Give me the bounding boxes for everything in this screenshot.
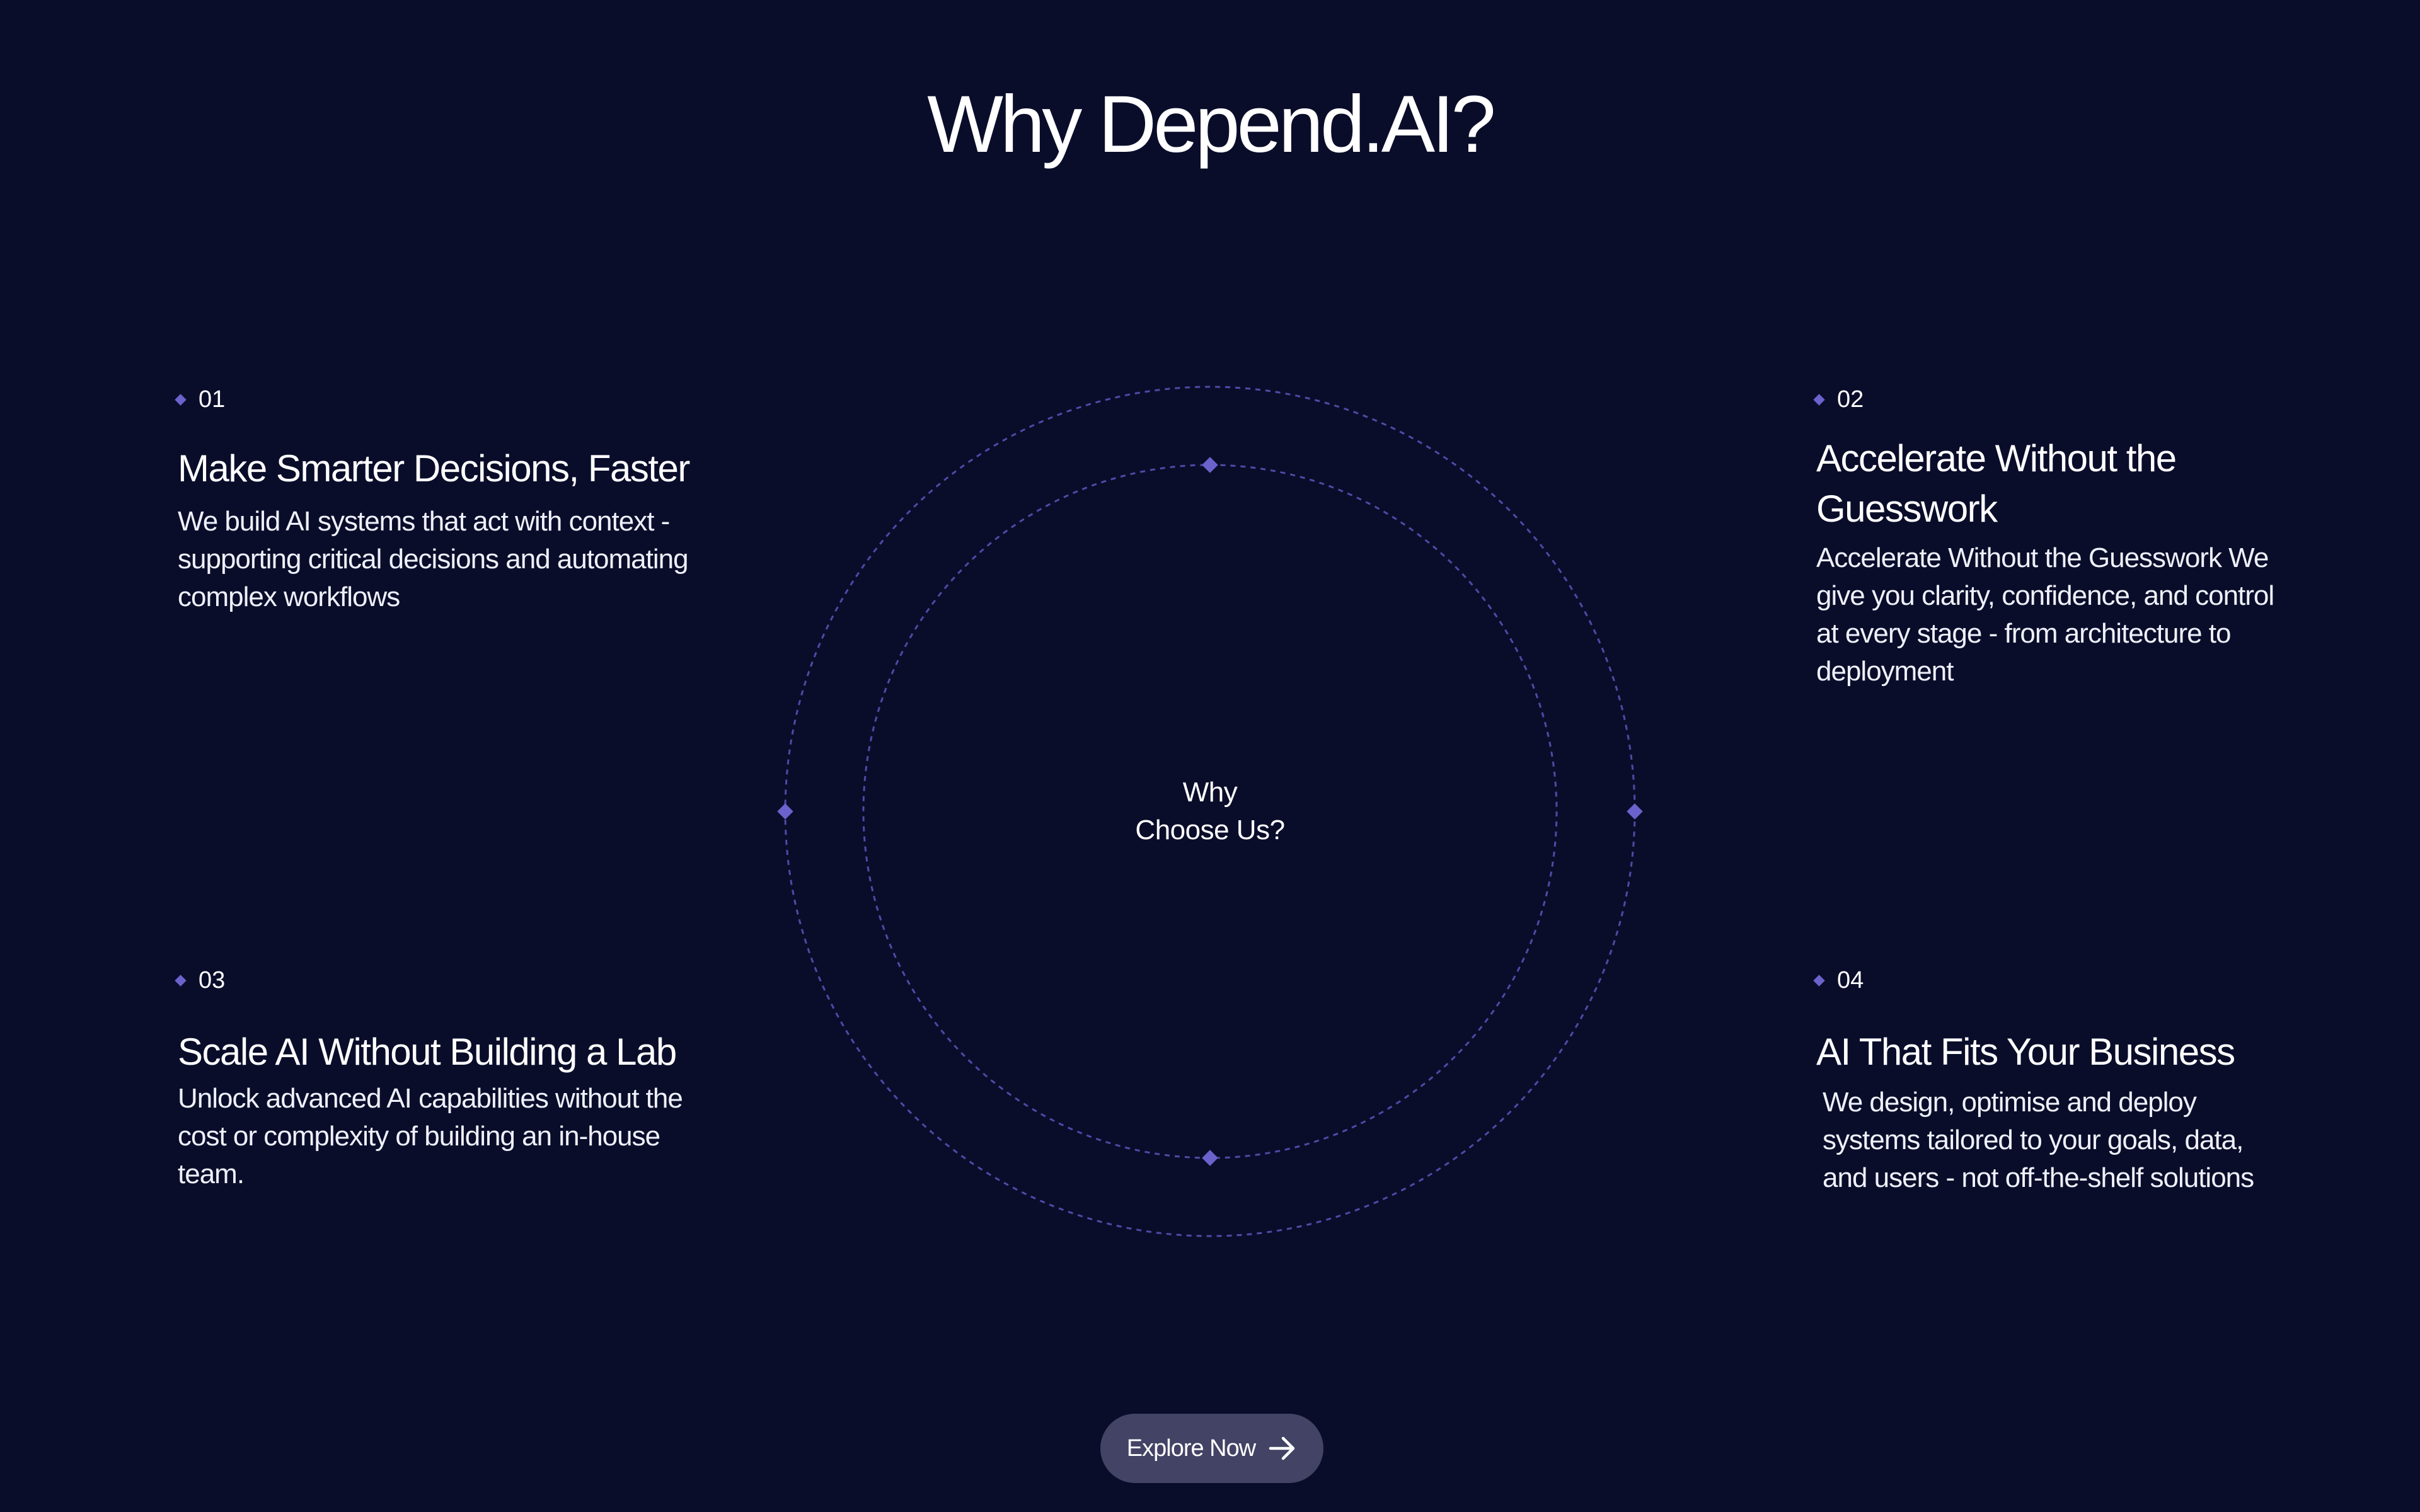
center-label-line1: Why <box>1182 777 1238 808</box>
feature-card-02: 02 Accelerate Without the Guesswork Acce… <box>1813 386 2283 690</box>
feature-description: Unlock advanced AI capabilities without … <box>178 1083 683 1189</box>
feature-number-row: 01 <box>175 386 732 413</box>
feature-description: We design, optimise and deploy systems t… <box>1823 1087 2254 1193</box>
feature-description: We build AI systems that act with contex… <box>178 506 689 612</box>
inner-orbit-ring <box>862 464 1558 1159</box>
page-title: Why Depend.AI? <box>927 79 1496 169</box>
orbit-diagram <box>777 386 1643 1237</box>
orbit-node-right-icon <box>1627 803 1643 820</box>
explore-now-label: Explore Now <box>1126 1435 1256 1462</box>
explore-now-button[interactable]: Explore Now <box>1100 1414 1323 1483</box>
feature-card-03: 03 Scale AI Without Building a Lab Unloc… <box>175 966 732 1193</box>
feature-card-01: 01 Make Smarter Decisions, Faster We bui… <box>175 386 732 616</box>
feature-number: 02 <box>1837 386 1864 413</box>
feature-number: 04 <box>1837 967 1864 994</box>
feature-number-row: 03 <box>175 966 732 994</box>
arrow-right-icon <box>1269 1436 1295 1460</box>
orbit-node-top-icon <box>1202 457 1218 473</box>
center-label: Why Choose Us? <box>1021 774 1399 849</box>
feature-number-row: 02 <box>1813 386 2283 413</box>
orbit-node-left-icon <box>777 803 793 820</box>
feature-title: AI That Fits Your Business <box>1816 1031 2235 1073</box>
diamond-bullet-icon <box>1813 974 1825 987</box>
feature-number: 01 <box>199 386 226 413</box>
feature-title: Accelerate Without the Guesswork <box>1816 437 2177 530</box>
feature-number: 03 <box>199 967 226 994</box>
center-label-line2: Choose Us? <box>1135 815 1285 845</box>
feature-title: Make Smarter Decisions, Faster <box>178 447 690 490</box>
orbit-node-bottom-icon <box>1202 1150 1218 1166</box>
diamond-bullet-icon <box>175 974 187 987</box>
feature-card-04: 04 AI That Fits Your Business We design,… <box>1813 966 2295 1197</box>
diamond-bullet-icon <box>175 393 187 406</box>
diamond-bullet-icon <box>1813 393 1825 406</box>
feature-title: Scale AI Without Building a Lab <box>178 1031 677 1073</box>
feature-description: Accelerate Without the Guesswork We give… <box>1816 542 2274 687</box>
feature-number-row: 04 <box>1813 966 2295 994</box>
